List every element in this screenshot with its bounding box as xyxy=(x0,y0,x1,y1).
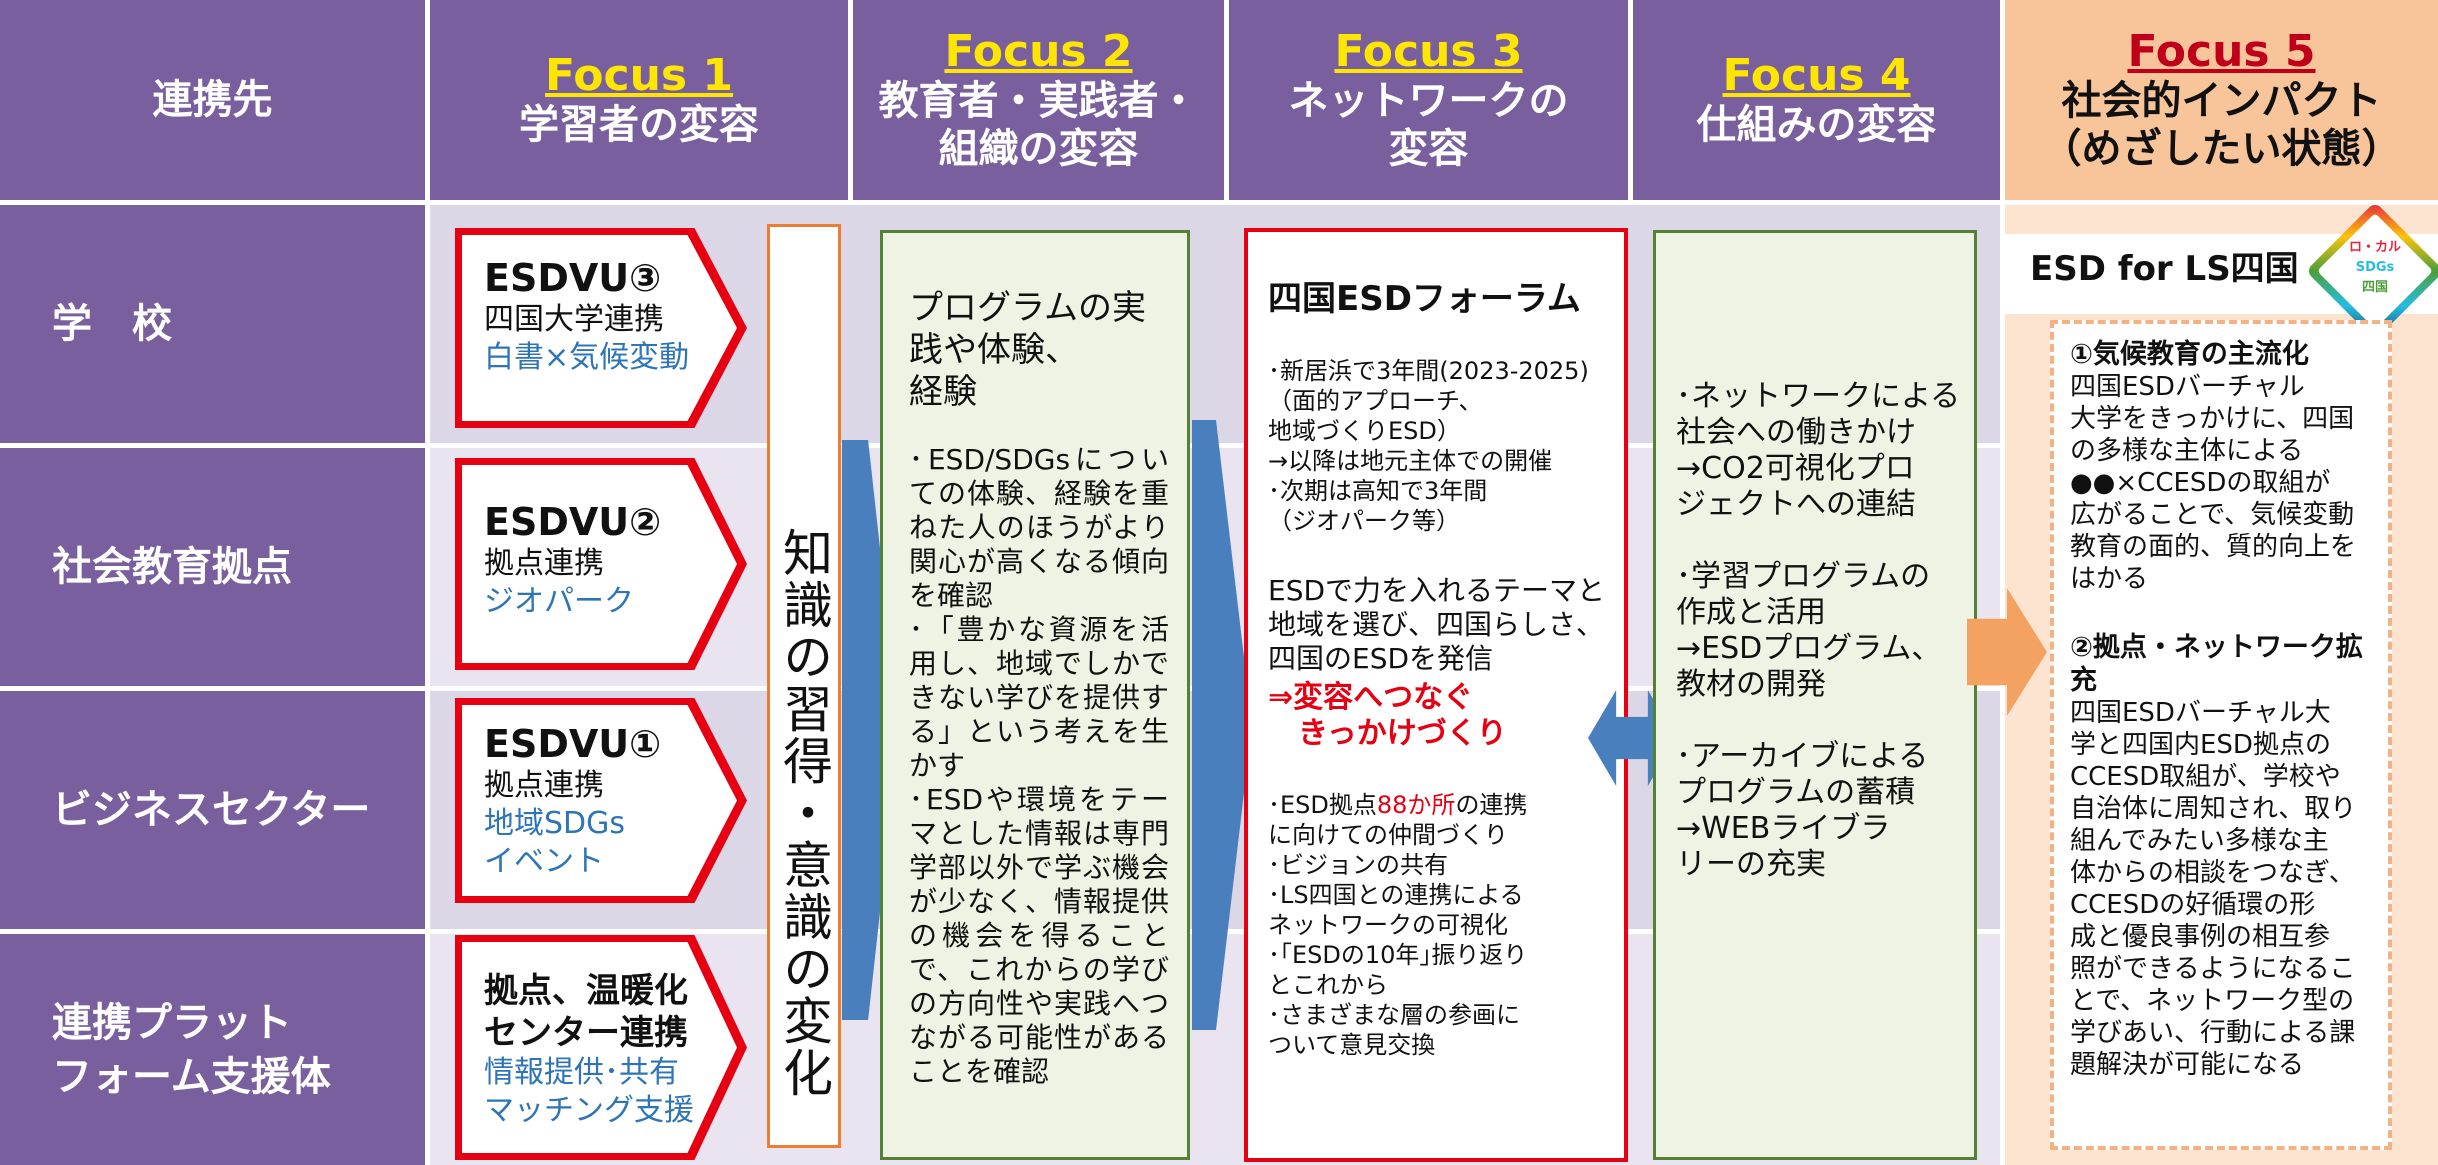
pentagon-title: 拠点、温暖化 センター連携 xyxy=(484,971,688,1053)
pentagon-title: ESDVU③ xyxy=(484,256,662,300)
logo-text-line: 四国 xyxy=(2361,280,2388,295)
logo-text-line: ロ・カル xyxy=(2348,240,2401,255)
focus1-sub: 学習者の変容 xyxy=(519,102,759,148)
row-label-business: ビジネスセクター xyxy=(0,691,425,929)
focus3-heading: 四国ESDフォーラム xyxy=(1268,279,1581,319)
impact-item2-body: 四国ESDバーチャル大 学と四国内ESD拠点の CCESD取組が、学校や 自治体… xyxy=(2070,698,2357,1080)
pentagon-sub: 拠点連携 xyxy=(484,546,604,581)
focus5-impact-box: ①気候教育の主流化 四国ESDバーチャル 大学をきっかけに、四国 の多様な主体に… xyxy=(2050,320,2392,1150)
row-label-social-education: 社会教育拠点 xyxy=(0,448,425,686)
pentagon-title: ESDVU② xyxy=(484,500,662,544)
focus3-red: ⇒変容へつなぐ きっかけづくり xyxy=(1268,680,1507,751)
pentagon-blue: 地域SDGs イベント xyxy=(484,806,626,879)
focus3-list2-prefix: ･ESD拠点 xyxy=(1268,791,1377,819)
pentagon-sub: 四国大学連携 xyxy=(484,302,664,337)
impact-item1-title: ①気候教育の主流化 xyxy=(2070,339,2309,370)
focus1-title: Focus 1 xyxy=(544,50,734,101)
impact-item1-body: 四国ESDバーチャル 大学をきっかけに、四国 の多様な主体による ●●×CCES… xyxy=(2070,372,2357,594)
pentagon-esdvu3: ESDVU③ 四国大学連携 白書×気候変動 xyxy=(455,228,747,428)
focus4-title: Focus 4 xyxy=(1722,50,1911,101)
logo-text-line: SDGs xyxy=(2355,260,2395,275)
header-focus4: Focus 4 仕組みの変容 xyxy=(1633,0,2000,200)
row-label-text: ビジネスセクター xyxy=(52,787,371,833)
local-sdgs-logo-text: ロ・カル SDGs 四国 xyxy=(2336,238,2414,298)
pentagon-esdvu1: ESDVU① 拠点連携 地域SDGs イベント xyxy=(455,698,747,903)
knowledge-awareness-box: 知識の習得・意識の変化 xyxy=(767,224,841,1148)
focus4-sub: 仕組みの変容 xyxy=(1696,102,1937,148)
row-label-text: 学 校 xyxy=(52,301,172,347)
focus5-title: Focus 5 xyxy=(2127,26,2316,77)
pentagon-title: ESDVU① xyxy=(484,722,662,766)
focus3-forum-box: 四国ESDフォーラム ･新居浜で3年間(2023-2025) （面的アプローチ、… xyxy=(1244,228,1628,1162)
header-focus5: Focus 5 社会的インパクト （めざしたい状態） xyxy=(2005,0,2438,200)
focus3-list1: ･新居浜で3年間(2023-2025) （面的アプローチ、 地域づくりESD） … xyxy=(1268,357,1589,535)
header-partner-label: 連携先 xyxy=(152,77,273,123)
pentagon-blue: ジオパーク xyxy=(484,584,634,619)
pentagon-inner: ESDVU③ 四国大学連携 白書×気候変動 xyxy=(462,235,737,421)
row-label-text: 連携プラット フォーム支援体 xyxy=(52,999,331,1100)
header-focus1: Focus 1 学習者の変容 xyxy=(430,0,848,200)
pentagon-platform: 拠点、温暖化 センター連携 情報提供･共有 マッチング支援 xyxy=(455,935,747,1160)
focus5-sub: 社会的インパクト （めざしたい状態） xyxy=(2041,78,2402,172)
focus4-box: ･ネットワークによる 社会への働きかけ →CO2可視化プロ ジェクトへの連結 ･… xyxy=(1653,230,1977,1160)
focus3-sub: ネットワークの 変容 xyxy=(1288,78,1569,172)
pentagon-inner: ESDVU② 拠点連携 ジオパーク xyxy=(462,465,737,663)
focus3-title: Focus 3 xyxy=(1334,26,1523,77)
focus2-title: Focus 2 xyxy=(944,26,1133,77)
focus5-esd-title: ESD for LS四国 xyxy=(2030,249,2299,289)
focus3-list2-red: 88か所 xyxy=(1376,791,1456,819)
header-focus3: Focus 3 ネットワークの 変容 xyxy=(1229,0,1628,200)
focus2-sub: 教育者・実践者・ 組織の変容 xyxy=(878,78,1199,172)
header-partner: 連携先 xyxy=(0,0,425,200)
row-label-platform: 連携プラット フォーム支援体 xyxy=(0,934,425,1165)
focus3-list2-suffix: の連携 に向けての仲間づくり ･ビジョンの共有 ･LS四国との連携による ネット… xyxy=(1268,791,1528,1059)
pentagon-inner: ESDVU① 拠点連携 地域SDGs イベント xyxy=(462,705,737,896)
pentagon-inner: 拠点、温暖化 センター連携 情報提供･共有 マッチング支援 xyxy=(462,942,737,1153)
pentagon-blue: 情報提供･共有 マッチング支援 xyxy=(484,1055,694,1128)
pentagon-sub: 拠点連携 xyxy=(484,768,604,803)
focus3-mid: ESDで力を入れるテーマと 地域を選び、四国らしさ、 四国のESDを発信 xyxy=(1268,574,1606,675)
focus2-body: ･ESD/SDGsについての体験、経験を重ねた人のほうがより関心が高くなる傾向を… xyxy=(909,443,1169,1088)
impact-item2-title: ②拠点・ネットワーク拡充 xyxy=(2070,632,2363,696)
pentagon-esdvu2: ESDVU② 拠点連携 ジオパーク xyxy=(455,458,747,670)
focus4-body: ･ネットワークによる 社会への働きかけ →CO2可視化プロ ジェクトへの連結 ･… xyxy=(1676,379,1961,882)
header-focus2: Focus 2 教育者・実践者・ 組織の変容 xyxy=(853,0,1224,200)
focus3-list2: ･ESD拠点88か所の連携 に向けての仲間づくり ･ビジョンの共有 ･LS四国と… xyxy=(1268,790,1612,1060)
row-label-text: 社会教育拠点 xyxy=(52,544,292,590)
knowledge-awareness-label: 知識の習得・意識の変化 xyxy=(775,527,833,1099)
focus2-box: プログラムの実 践や体験、 経験 ･ESD/SDGsについての体験、経験を重ねた… xyxy=(880,230,1190,1160)
row-label-school: 学 校 xyxy=(0,205,425,443)
pentagon-blue: 白書×気候変動 xyxy=(484,340,690,375)
focus2-heading: プログラムの実 践や体験、 経験 xyxy=(909,288,1146,412)
